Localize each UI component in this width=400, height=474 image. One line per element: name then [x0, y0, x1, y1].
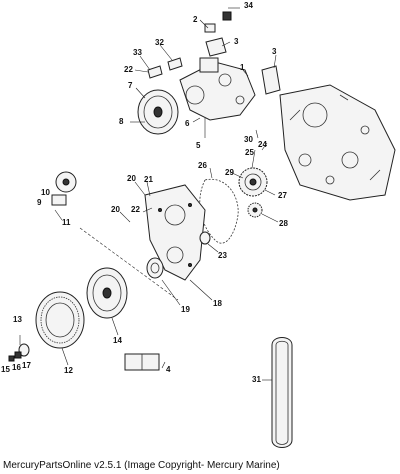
callout-33: 33	[133, 48, 142, 57]
callout-32: 32	[155, 38, 164, 47]
timing-cover	[144, 184, 206, 281]
crank-seal	[199, 231, 211, 245]
callout-11: 11	[62, 218, 71, 227]
callout-8: 8	[119, 117, 124, 126]
crank-sprocket	[247, 202, 263, 218]
tensioner-assembly	[51, 171, 77, 221]
callout-3: 3	[234, 37, 239, 46]
callout-31: 31	[252, 375, 261, 384]
crank-bolt-washer	[8, 335, 30, 362]
callout-18: 18	[213, 299, 222, 308]
callout-34: 34	[244, 1, 253, 10]
timing-chain	[199, 178, 239, 244]
harmonic-balancer	[86, 267, 128, 319]
balancer-seal	[146, 257, 164, 279]
engine-block	[279, 84, 396, 201]
callout-3: 3	[272, 47, 277, 56]
serpentine-belt	[271, 337, 293, 448]
callout-14: 14	[113, 336, 122, 345]
callout-12: 12	[64, 366, 73, 375]
callout-5: 5	[196, 141, 201, 150]
callout-27: 27	[278, 191, 287, 200]
callout-24: 24	[258, 140, 267, 149]
callout-16: 16	[12, 363, 21, 372]
cam-sprocket	[238, 167, 268, 197]
callout-10: 10	[41, 188, 50, 197]
crank-pulley	[35, 291, 85, 349]
callout-22: 22	[124, 65, 133, 74]
callout-4: 4	[166, 365, 171, 374]
callout-20: 20	[127, 174, 136, 183]
copyright-footer: MercuryPartsOnline v2.5.1 (Image Copyrig…	[3, 460, 280, 471]
callout-20: 20	[111, 205, 120, 214]
callout-6: 6	[185, 119, 190, 128]
water-pump-assembly	[179, 57, 256, 121]
callout-26: 26	[198, 161, 207, 170]
callout-25: 25	[245, 148, 254, 157]
callout-29: 29	[225, 168, 234, 177]
fittings-top	[130, 11, 232, 138]
gasket-left	[205, 37, 227, 57]
leader-lines	[61, 7, 279, 381]
kit-box	[124, 353, 160, 371]
callout-2: 2	[193, 15, 198, 24]
callout-23: 23	[218, 251, 227, 260]
callout-17: 17	[22, 361, 31, 370]
callout-15: 15	[1, 365, 10, 374]
callout-30: 30	[244, 135, 253, 144]
callout-21: 21	[144, 175, 153, 184]
callout-13: 13	[13, 315, 22, 324]
callout-1: 1	[240, 63, 245, 72]
callout-7: 7	[128, 81, 133, 90]
callout-labels: 34 2 3 3 32 33 22 1 7 8 6 5 30 24 25 26 …	[1, 1, 288, 384]
water-pump-pulley	[137, 89, 179, 135]
callout-19: 19	[181, 305, 190, 314]
callout-22: 22	[131, 205, 140, 214]
callout-9: 9	[37, 198, 42, 207]
gasket-right	[261, 65, 281, 95]
callout-28: 28	[279, 219, 288, 228]
